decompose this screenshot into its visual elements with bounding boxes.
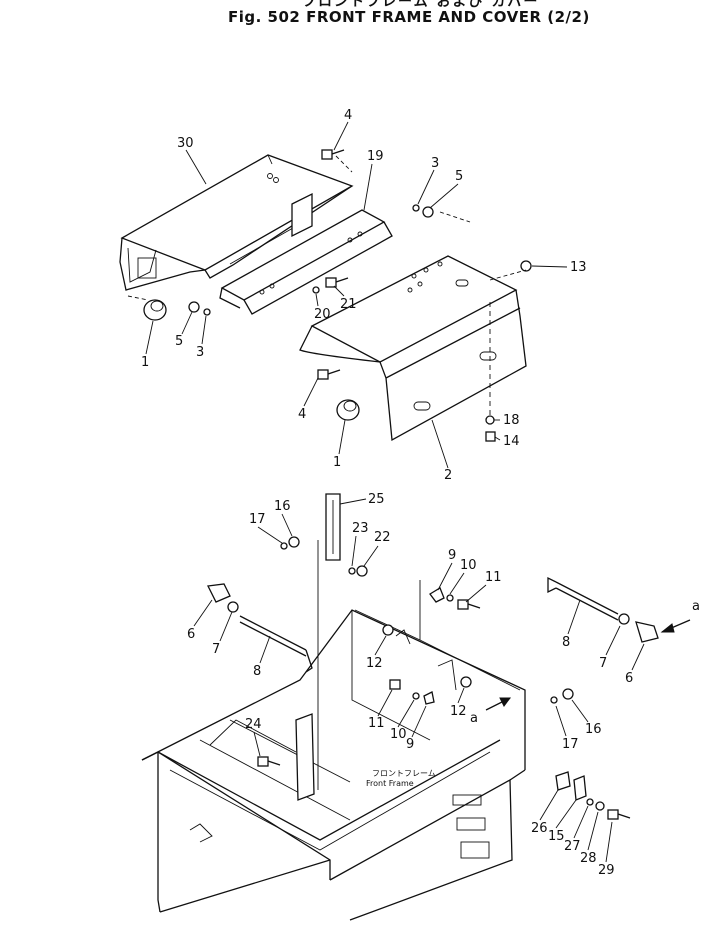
- ball-joint-left: [207, 583, 239, 613]
- washer-nut-16-17-right: [550, 688, 574, 704]
- callout-4: 4: [344, 108, 352, 123]
- bolt-12-upper: [382, 624, 411, 645]
- vertical-strip: [317, 493, 341, 790]
- callout-5: 5: [455, 169, 463, 184]
- callout-5-left: 5: [175, 334, 183, 349]
- bolt-9-10-11-upper: [429, 587, 481, 610]
- callout-15: 15: [548, 829, 565, 844]
- bolt-lower-left: [317, 369, 341, 380]
- washer-bolt-20-21: [312, 277, 349, 294]
- callout-19: 19: [367, 149, 384, 164]
- callout-20: 20: [314, 307, 331, 322]
- callout-11: 11: [485, 570, 502, 585]
- callout-28: 28: [580, 851, 597, 866]
- callout-17-right: 17: [562, 737, 579, 752]
- knob-lower: [336, 399, 360, 421]
- callout-17: 17: [249, 512, 266, 527]
- right-cover: [299, 255, 527, 442]
- callout-10-lower: 10: [390, 727, 407, 742]
- callout-6-right: 6: [625, 671, 633, 686]
- front-frame: [141, 580, 526, 921]
- mounting-bracket: [219, 209, 393, 315]
- washer-nut-22-23: [348, 565, 368, 577]
- callout-6: 6: [187, 627, 195, 642]
- callout-9-lower: 9: [406, 737, 414, 752]
- arrow-label-right: a: [692, 599, 700, 614]
- callout-3: 3: [431, 156, 439, 171]
- callout-25: 25: [368, 492, 385, 507]
- upper-cover-left: [119, 154, 354, 291]
- callout-24: 24: [245, 717, 262, 732]
- rod-left: [239, 615, 313, 673]
- callout-16: 16: [274, 499, 291, 514]
- callout-27: 27: [564, 839, 581, 854]
- callout-13: 13: [570, 260, 587, 275]
- bolt-24: [257, 756, 281, 767]
- callout-7: 7: [212, 642, 220, 657]
- callout-12-upper: 12: [366, 656, 383, 671]
- rod-right: [547, 576, 619, 621]
- callout-8: 8: [253, 664, 261, 679]
- callout-23: 23: [352, 521, 369, 536]
- callout-21: 21: [340, 297, 357, 312]
- bolt-9-10-11-lower: [389, 679, 435, 705]
- figure-title: Fig. 502 FRONT FRAME AND COVER (2/2): [228, 8, 590, 26]
- washer-nut-right: [412, 204, 434, 218]
- callout-1-lower: 1: [333, 455, 341, 470]
- callout-22: 22: [374, 530, 391, 545]
- callout-2: 2: [444, 468, 452, 483]
- ball-joint-right: [618, 613, 659, 643]
- washer-nut-16-17: [280, 536, 300, 550]
- bolt-14-washer-18: [485, 415, 496, 442]
- callout-29: 29: [598, 863, 615, 878]
- callout-30: 30: [177, 136, 194, 151]
- hardware-26-29: [555, 771, 631, 820]
- callouts: 30 4 19 3 5 13 1 5 3 20 21 4 1: [141, 108, 700, 878]
- arrow-a-right: [660, 619, 691, 633]
- callout-18: 18: [503, 413, 520, 428]
- japanese-title: フロントフレーム および カバー: [302, 0, 540, 10]
- callout-7-right: 7: [599, 656, 607, 671]
- callout-11-lower: 11: [368, 716, 385, 731]
- arrow-a-left: [485, 697, 511, 711]
- callout-14: 14: [503, 434, 520, 449]
- callout-4-lower: 4: [298, 407, 306, 422]
- bolt-12-lower: [437, 659, 472, 691]
- callout-9: 9: [448, 548, 456, 563]
- callout-10: 10: [460, 558, 477, 573]
- callout-1: 1: [141, 355, 149, 370]
- arrow-label-left: a: [470, 711, 478, 726]
- nut-13: [520, 260, 532, 272]
- callout-16-right: 16: [585, 722, 602, 737]
- callout-26: 26: [531, 821, 548, 836]
- frame-label: Front Frame: [366, 779, 414, 788]
- callout-8-right: 8: [562, 635, 570, 650]
- callout-12-lower: 12: [450, 704, 467, 719]
- knob-upper: [143, 299, 167, 321]
- callout-3-left: 3: [196, 345, 204, 360]
- bolt-upper: [321, 149, 345, 160]
- guide-lines: [127, 155, 527, 301]
- washer-nut-left: [188, 301, 211, 316]
- frame-label-jp: フロントフレーム: [372, 769, 436, 778]
